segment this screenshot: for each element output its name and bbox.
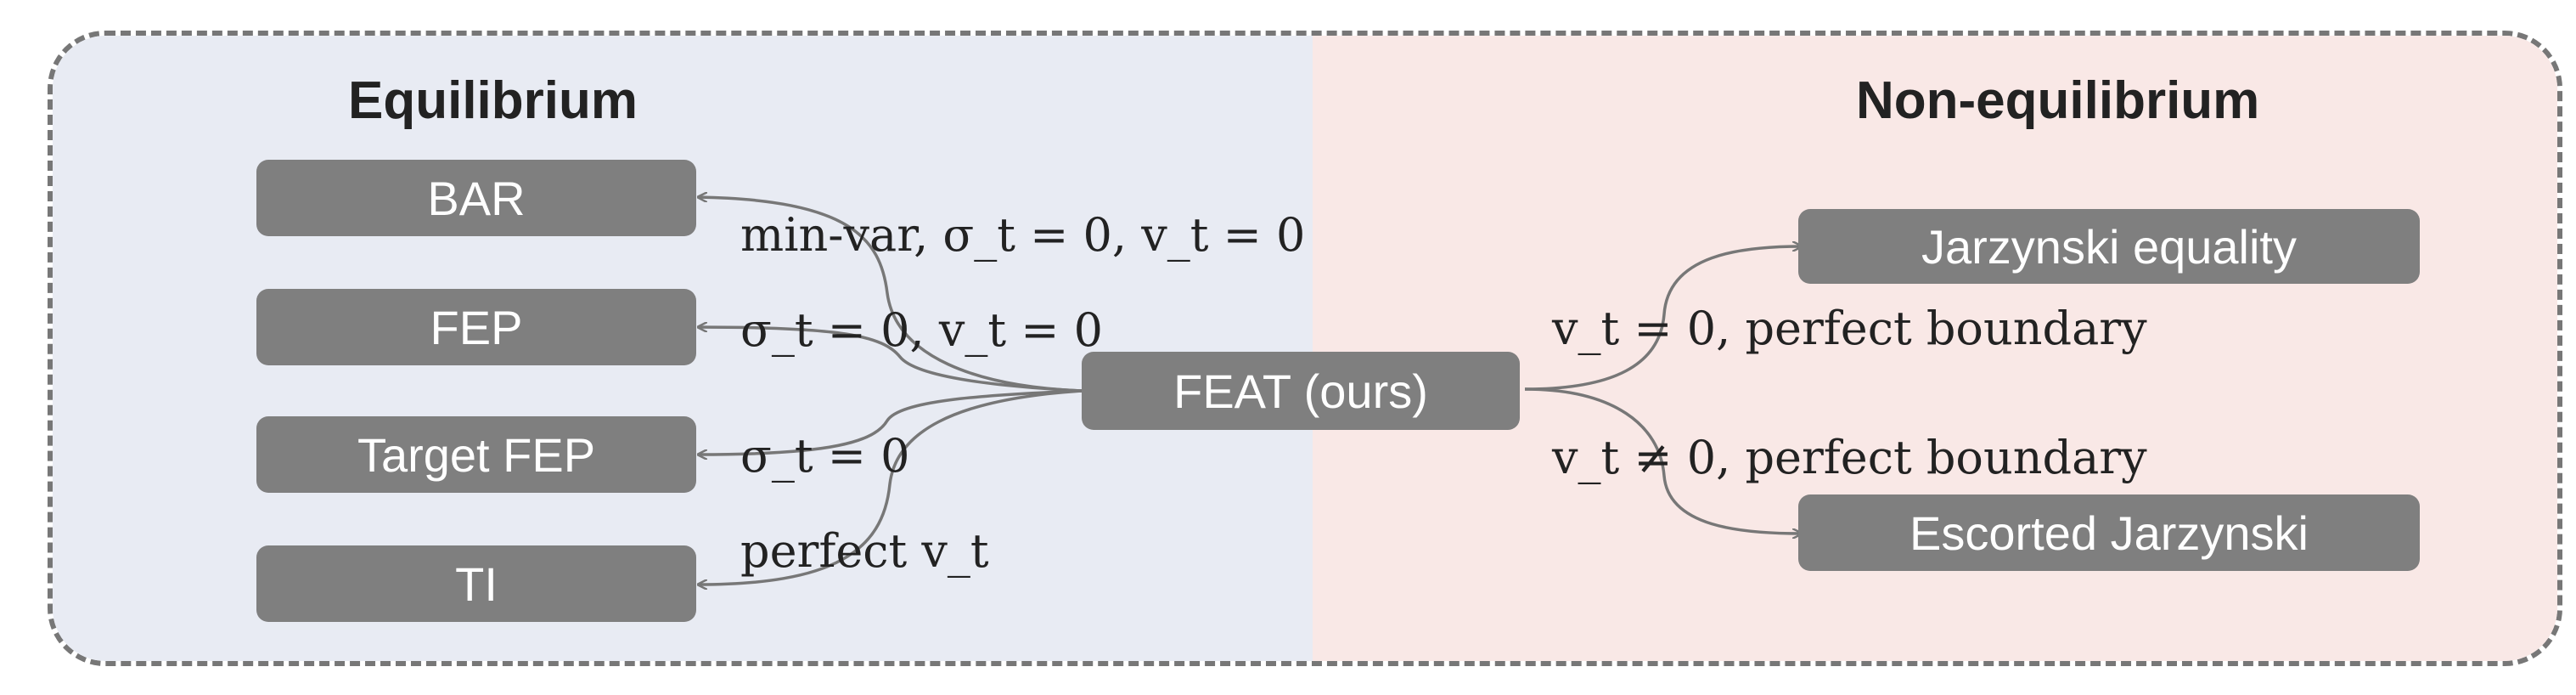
bar-condition-math: σ_t = 0, v_t = 0 (942, 208, 1306, 262)
arrow-feat-to-ti (698, 389, 1083, 585)
fep-box: FEP (256, 289, 696, 365)
arrow-feat-to-bar (698, 197, 1083, 393)
fep-condition-label: σ_t = 0, v_t = 0 (740, 303, 1103, 357)
equilibrium-heading: Equilibrium (348, 71, 638, 130)
arrow-feat-to-fep (698, 327, 1083, 393)
target-fep-condition-label: σ_t = 0 (740, 429, 910, 483)
arrow-feat-to-escorted (1524, 387, 1802, 534)
escorted-condition-label: v_t ≠ 0, perfect boundary (1552, 431, 2147, 484)
bar-box: BAR (256, 160, 696, 236)
jarzynski-condition-label: v_t = 0, perfect boundary (1552, 302, 2147, 355)
escorted-jarzynski-box: Escorted Jarzynski (1798, 494, 2420, 571)
ti-box: TI (256, 545, 696, 622)
target-fep-box: Target FEP (256, 416, 696, 493)
feat-box: FEAT (ours) (1082, 352, 1520, 430)
non-equilibrium-heading: Non-equilibrium (1856, 71, 2260, 130)
arrow-feat-to-jarzynski (1524, 246, 1802, 391)
bar-condition-label: min-var, σ_t = 0, v_t = 0 (740, 208, 1306, 262)
arrow-feat-to-target-fep (698, 389, 1083, 455)
jarzynski-equality-box: Jarzynski equality (1798, 209, 2420, 284)
ti-condition-label: perfect v_t (740, 524, 989, 578)
ti-condition-math: v_t (921, 524, 989, 578)
